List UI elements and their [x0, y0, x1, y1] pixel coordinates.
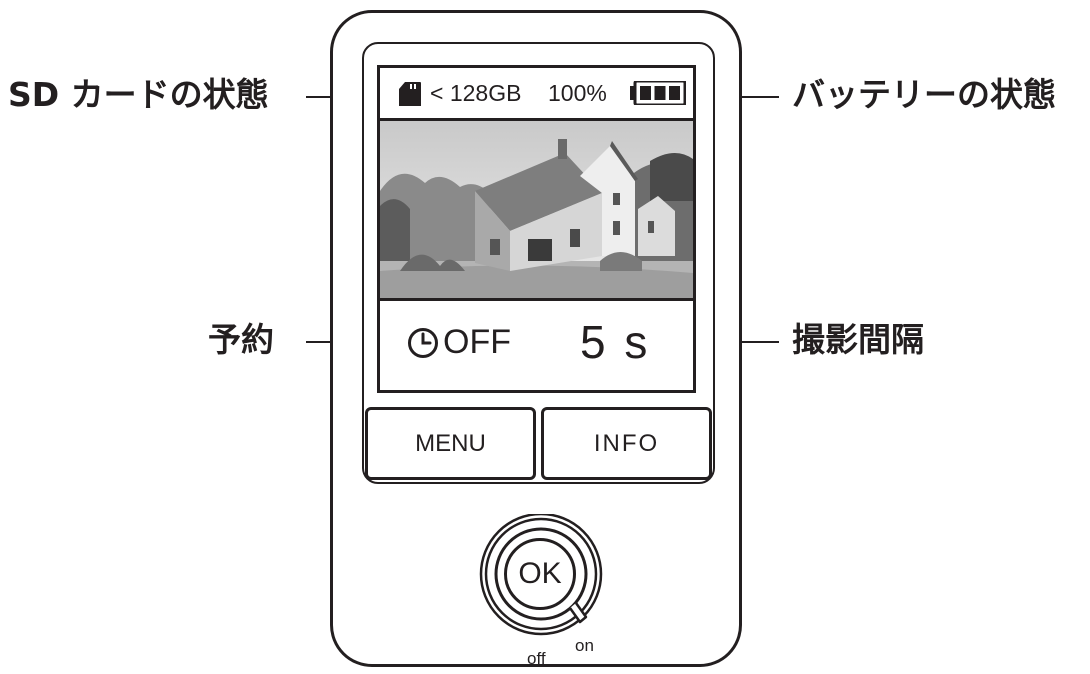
battery-percent-text: 100%	[548, 80, 607, 106]
callout-sd-status: SD カードの状態	[8, 75, 269, 114]
power-off-label: off	[527, 649, 546, 668]
menu-button[interactable]: MENU	[365, 407, 536, 480]
status-bar: < 128GB 100%	[380, 68, 693, 121]
ok-button[interactable]: OK	[504, 538, 576, 610]
timer-interval-row: OFF 5 s	[380, 298, 693, 390]
preview-image	[380, 121, 693, 298]
callout-battery-status: バッテリーの状態	[792, 75, 1056, 114]
sd-card-icon	[398, 81, 422, 111]
callout-interval: 撮影間隔	[792, 320, 924, 359]
sd-capacity-text: < 128GB	[430, 80, 522, 106]
battery-icon	[630, 79, 687, 109]
front-panel	[362, 42, 715, 484]
callout-schedule: 予約	[208, 320, 274, 359]
power-dial[interactable]	[466, 512, 616, 648]
battery-cell	[640, 86, 651, 100]
timer-state-text: OFF	[443, 323, 511, 361]
info-button[interactable]: INFO	[541, 407, 712, 480]
display-screen: < 128GB 100%	[377, 65, 696, 393]
interval-value-text: 5 s	[580, 316, 651, 368]
battery-cell	[654, 86, 666, 100]
battery-cell	[669, 86, 680, 100]
clock-icon	[407, 327, 439, 363]
power-on-label: on	[575, 636, 594, 655]
